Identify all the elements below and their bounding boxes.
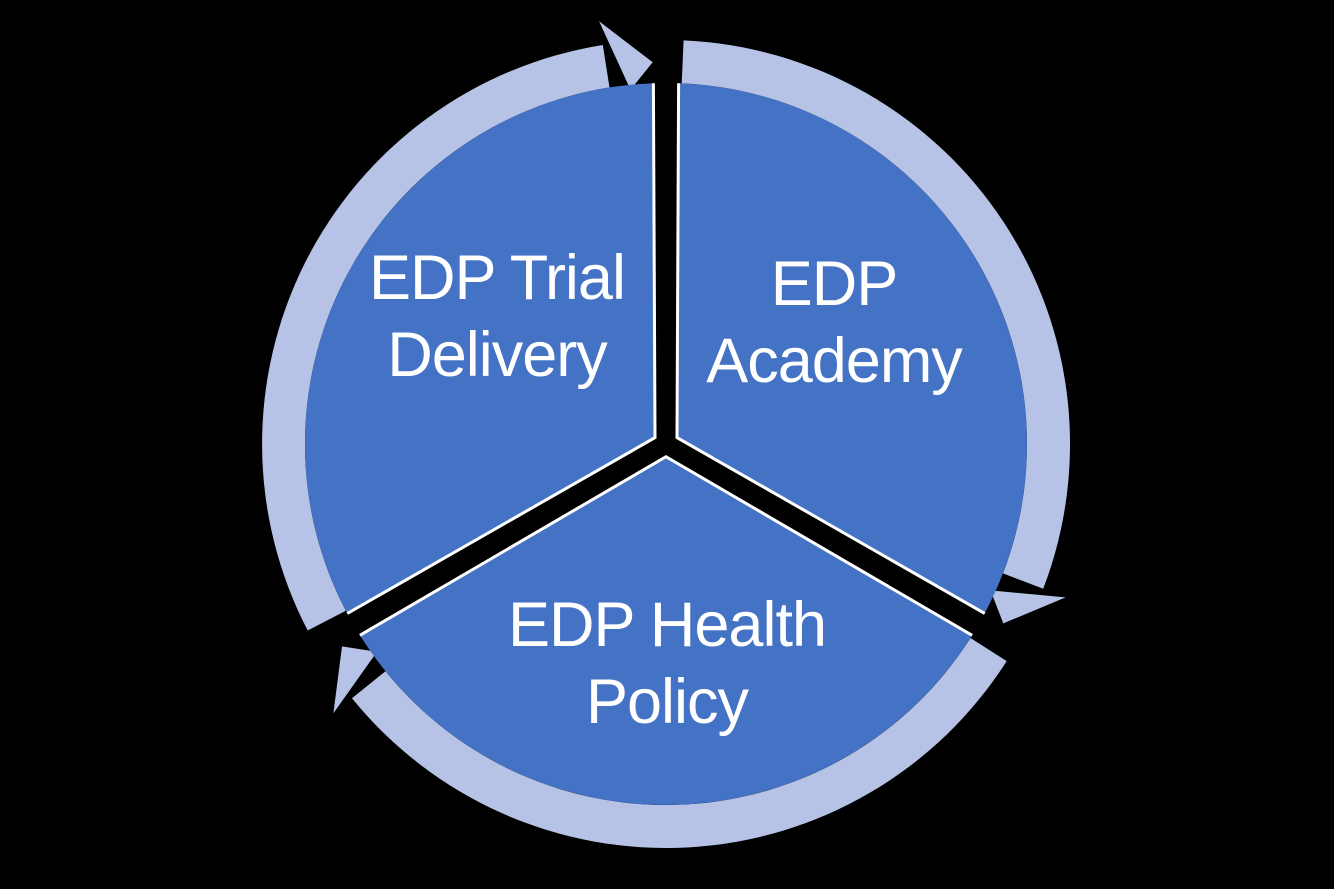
segment-health-policy-edge (359, 454, 973, 637)
cycle-segments (305, 83, 1027, 805)
segment-label-line: EDP Trial (369, 243, 626, 313)
segment-label-trial-delivery: EDP Trial Delivery (369, 240, 626, 394)
cycle-arrowhead-lower-left-icon (333, 646, 405, 714)
segment-label-line: Policy (585, 667, 749, 737)
cycle-arrow-ring (262, 21, 1071, 848)
segment-label-line: Delivery (387, 320, 608, 390)
segment-label-academy: EDP Academy (706, 246, 963, 400)
cycle-arc-left (262, 45, 610, 631)
cycle-arc-right (681, 40, 1071, 589)
segment-trial-delivery-shape (305, 83, 655, 614)
segment-health-policy-shape (359, 456, 973, 805)
segment-academy-shape (677, 83, 1027, 614)
segment-academy-edge (675, 83, 986, 615)
segment-label-line: Academy (706, 326, 963, 396)
segment-label-health-policy: EDP Health Policy (507, 587, 827, 741)
segment-label-line: EDP Health (507, 590, 827, 660)
segment-trial-delivery-edge (346, 83, 657, 615)
cycle-arc-bottom (352, 638, 1007, 848)
segment-white-edges (346, 83, 986, 637)
cycle-arrowhead-lower-right-icon (980, 564, 1066, 624)
cycle-arrowhead-top-icon (599, 21, 653, 112)
segment-label-line: EDP (770, 249, 899, 319)
